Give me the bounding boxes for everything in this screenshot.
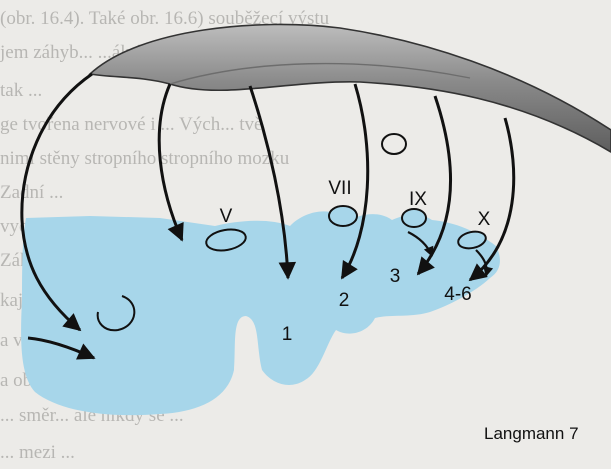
label-cranial-nerve-vii: VII [328, 178, 351, 199]
label-cranial-nerve-ix: IX [409, 189, 427, 210]
label-cranial-nerve-v: V [220, 206, 233, 227]
mesenchyme-region [21, 211, 500, 415]
otic-vesicle [382, 134, 406, 154]
label-arches-4-6: 4-6 [444, 284, 471, 305]
label-cranial-nerve-x: X [478, 209, 491, 230]
migration-arrow-3 [159, 84, 182, 240]
label-arch-2: 2 [339, 290, 350, 311]
label-arch-1: 1 [282, 324, 293, 345]
ganglion-ix [402, 209, 426, 227]
source-credit: Langmann 7 [484, 424, 579, 444]
label-arch-3: 3 [390, 266, 401, 287]
ganglion-vii [329, 206, 357, 226]
